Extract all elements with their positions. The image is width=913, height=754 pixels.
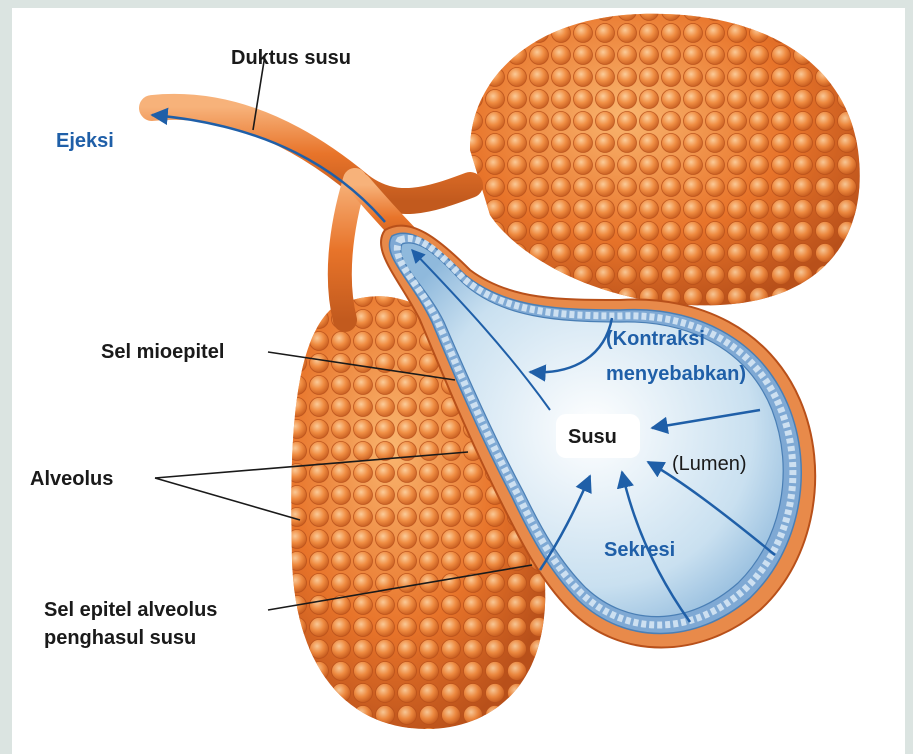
duct-label: Duktus susu [231, 47, 351, 69]
secretion-label: Sekresi [604, 539, 675, 561]
epithelial-label-line2: penghasul susu [44, 627, 196, 649]
lumen-label: (Lumen) [672, 453, 746, 475]
alveolus-leader-line-lower [155, 478, 300, 520]
milk-label: Susu [568, 426, 617, 448]
myoepithelial-label: Sel mioepitel [101, 341, 224, 363]
alveolus-label: Alveolus [30, 468, 113, 490]
contraction-label-line1: (Kontraksi [606, 328, 705, 350]
epithelial-label-line1: Sel epitel alveolus [44, 599, 217, 621]
ejection-label: Ejeksi [56, 130, 114, 152]
upper-alveolus-lobe [470, 14, 860, 306]
contraction-label-line2: menyebabkan) [606, 363, 746, 385]
